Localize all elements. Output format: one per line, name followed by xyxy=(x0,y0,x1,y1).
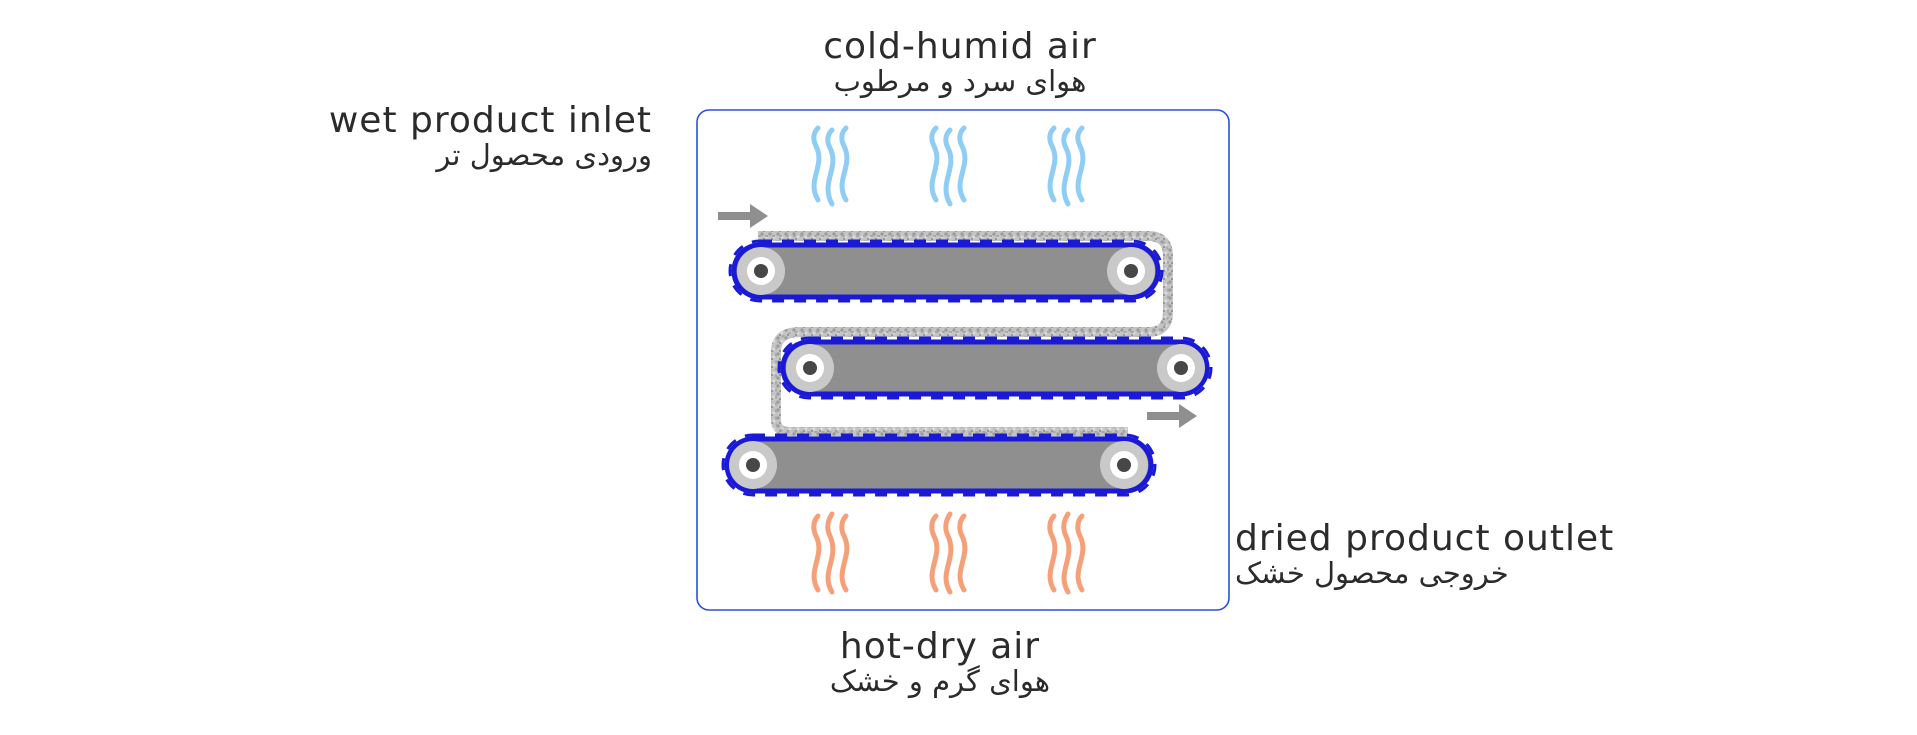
vapor-wave-icon xyxy=(1047,125,1086,207)
cold-humid-air-label-fa: هوای سرد و مرطوب xyxy=(833,63,1087,98)
roller xyxy=(737,247,785,295)
conveyor-belt-middle xyxy=(777,336,1213,400)
dried-product-outlet-label-fa: خروجی محصول خشک xyxy=(1235,555,1509,590)
vapor-wave-icon xyxy=(929,125,968,207)
cold-humid-air-label-en: cold-humid air xyxy=(823,26,1097,67)
heat-flame-icon xyxy=(811,511,850,595)
roller xyxy=(786,344,834,392)
heat-flame-icon xyxy=(1047,511,1086,595)
hot-dry-air-label-fa: هوای گرم و خشک xyxy=(829,663,1051,698)
dryer-chamber-frame xyxy=(696,109,1230,611)
hot-dry-air-label: hot-dry air هوای گرم و خشک xyxy=(780,626,1100,698)
product-layer-edge xyxy=(758,235,1169,433)
roller xyxy=(1107,247,1155,295)
roller xyxy=(729,441,777,489)
cold-humid-air-label: cold-humid air هوای سرد و مرطوب xyxy=(780,26,1140,98)
conveyor-belt-top xyxy=(728,239,1164,303)
hot-dry-air-label-en: hot-dry air xyxy=(839,626,1041,667)
wet-product-inlet-label-fa: ورودی محصول تر xyxy=(436,137,652,172)
arrow-right-icon xyxy=(718,204,768,228)
dried-product-outlet-label-en: dried product outlet xyxy=(1235,518,1615,559)
wet-product-inlet-label-en: wet product inlet xyxy=(328,100,652,141)
vapor-wave-icon xyxy=(811,125,850,207)
roller xyxy=(1157,344,1205,392)
arrow-right-icon xyxy=(1147,404,1197,428)
roller xyxy=(1100,441,1148,489)
dried-product-outlet-label: dried product outlet خروجی محصول خشک xyxy=(1235,518,1635,590)
conveyor-belt-bottom xyxy=(721,433,1157,497)
heat-flame-icon xyxy=(929,511,968,595)
wet-product-inlet-label: wet product inlet ورودی محصول تر xyxy=(290,100,652,172)
